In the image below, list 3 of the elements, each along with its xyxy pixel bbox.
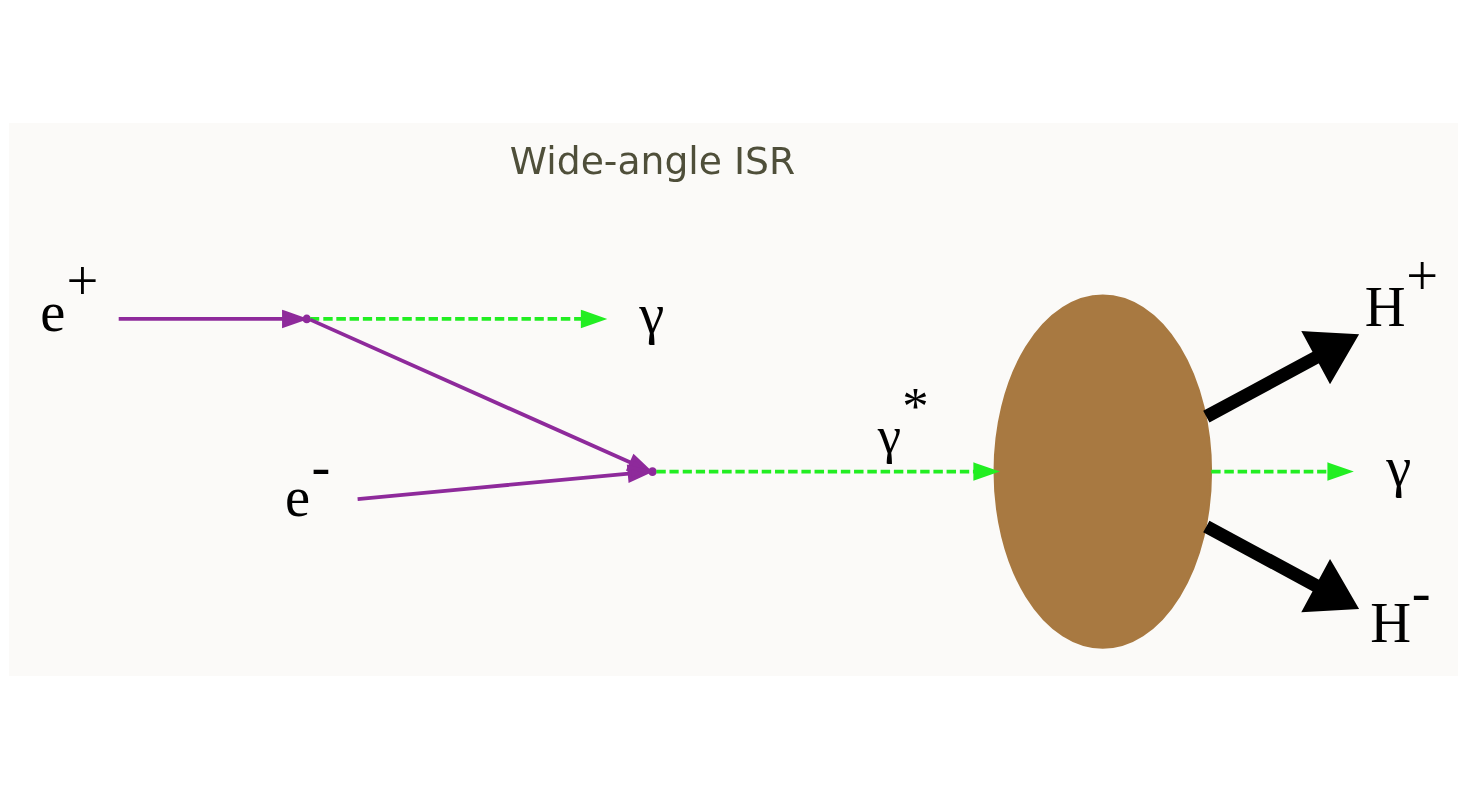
node-text: γ	[1386, 435, 1412, 498]
node-text: γ	[639, 282, 665, 345]
label: Wide-angle ISR	[509, 138, 796, 183]
